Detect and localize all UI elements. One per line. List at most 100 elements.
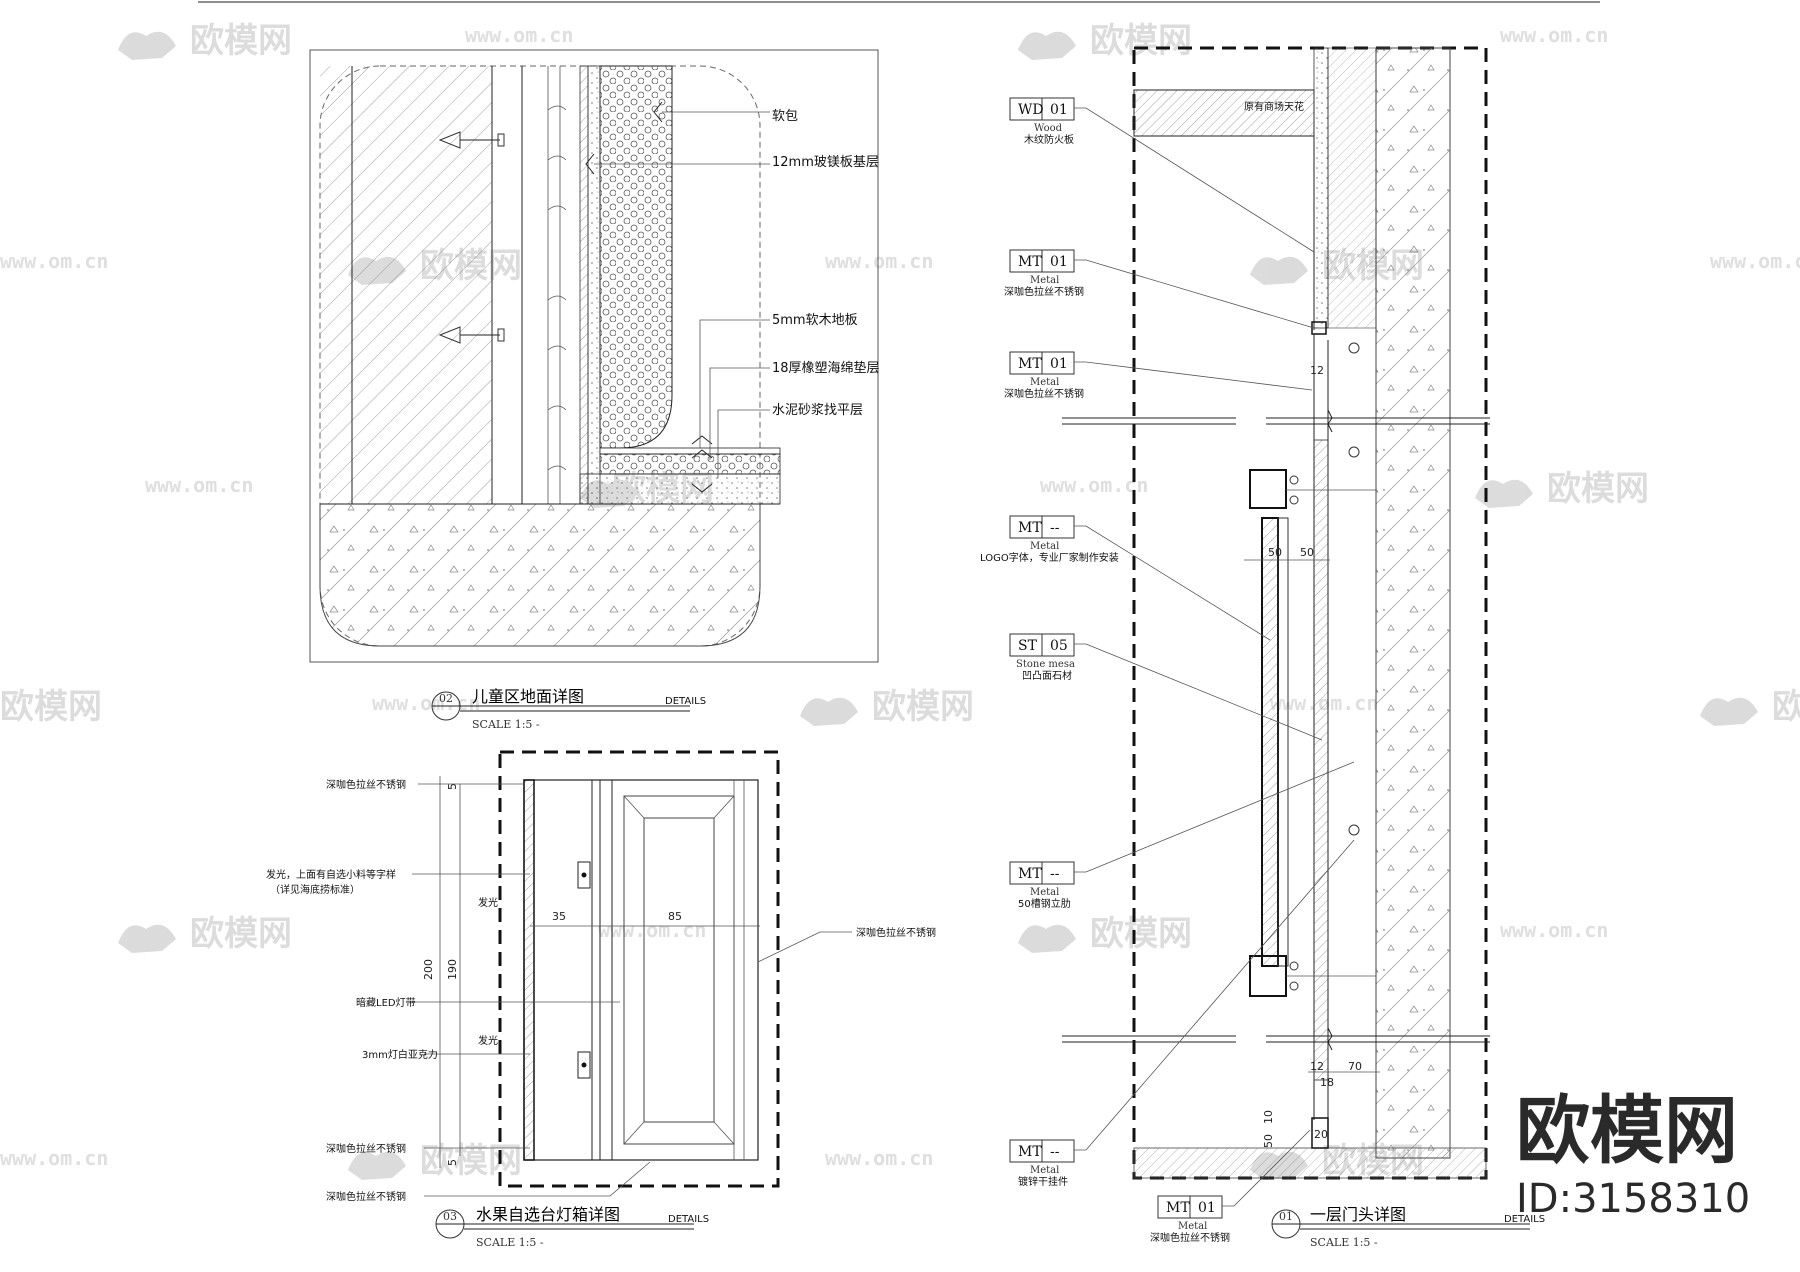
watermark-logo: 欧模网 [800,687,974,727]
label-cork-floor: 5mm软木地板 [772,313,858,328]
svg-text:WD: WD [1018,102,1044,118]
detail-02-title-block: 02 儿童区地面详图 SCALE 1:5 - DETAILS [431,687,706,731]
material-tag: MT 01 Metal 深咖色拉丝不锈钢 [1150,1129,1311,1244]
svg-text:欧模网: 欧模网 [1090,914,1192,954]
svg-text:欧模网: 欧模网 [0,687,102,727]
svg-text:01: 01 [1050,356,1068,372]
svg-text:MT: MT [1018,254,1042,270]
svg-text:凹凸面石材: 凹凸面石材 [1022,669,1072,682]
floor-layer [579,473,781,505]
concrete-slab [319,503,761,647]
svg-text:01: 01 [1050,102,1068,118]
detail-03-frame [498,750,780,1188]
svg-text:欧模网: 欧模网 [872,687,974,727]
label-glow-b: 发光 [478,1034,498,1047]
detail-03-number: 03 [443,1210,457,1223]
material-tag: MT -- Metal 50槽钢立肋 [1009,761,1355,910]
watermark-url: www.om.cn [1500,23,1608,47]
floor-layer [599,453,781,475]
watermark-url: www.om.cn [1500,918,1608,942]
wall-board [1327,47,1377,329]
detail-01-title: 一层门头详图 [1310,1205,1406,1224]
svg-text:Metal: Metal [1030,887,1059,898]
material-tag: MT -- Metal 镀锌干挂件 [1009,839,1355,1188]
dim-18: 18 [1320,1076,1334,1089]
existing-ceiling [1133,89,1315,137]
svg-text:Stone mesa: Stone mesa [1016,659,1075,670]
svg-text:01: 01 [1198,1200,1216,1216]
watermarks: 欧模网 www.om.cn 欧模网 www.om.cn www.om.cn 欧模… [0,21,1800,1181]
detail-01-number: 01 [1279,1210,1293,1223]
keel-profile [547,66,561,504]
svg-text:01: 01 [1050,254,1068,270]
detail-02-title: 儿童区地面详图 [472,687,584,706]
structural-wall [1375,47,1451,1159]
soft-pack [599,65,673,449]
dim-12-bottom: 12 [1310,1060,1324,1073]
svg-text:欧模网: 欧模网 [1772,687,1800,727]
dim-190: 190 [446,959,459,980]
floor-layer [599,447,781,455]
material-tag: ST 05 Stone mesa 凹凸面石材 [1009,633,1323,741]
channel-steel-bracket [1249,955,1287,997]
svg-text:欧模网: 欧模网 [1547,469,1649,509]
detail-02-tag: DETAILS [665,696,706,707]
svg-text:镀锌干挂件: 镀锌干挂件 [1018,1175,1068,1188]
watermark-logo: 欧模网 [118,914,292,954]
label-bottom-steel-1: 深咖色拉丝不锈钢 [326,1142,406,1155]
material-tag: MT -- Metal LOGO字体，专业厂家制作安装 [980,515,1271,641]
watermark-url: www.om.cn [1040,473,1148,497]
label-mgo-board: 12mm玻镁板基层 [772,155,879,170]
watermark-url: www.om.cn [0,249,108,273]
wall-hatch [320,66,492,504]
svg-text:Metal: Metal [1030,275,1059,286]
svg-text:深咖色拉丝不锈钢: 深咖色拉丝不锈钢 [1150,1231,1230,1244]
watermark-url: www.om.cn [0,1146,108,1170]
svg-text:Wood: Wood [1034,123,1063,134]
dim-35: 35 [552,910,566,923]
label-top-steel: 深咖色拉丝不锈钢 [326,778,406,791]
dim-70: 70 [1348,1060,1362,1073]
label-glow-a: 发光 [478,896,498,909]
detail-02-frame [309,49,879,663]
label-led: 暗藏LED灯带 [356,996,416,1009]
svg-text:Metal: Metal [1030,377,1059,388]
watermark-logo: 欧模网 [0,687,102,727]
dim-50-a: 50 [1268,546,1282,559]
svg-text:深咖色拉丝不锈钢: 深咖色拉丝不锈钢 [1004,387,1084,400]
base-plinth [1133,1147,1487,1179]
detail-03-scale: SCALE 1:5 - [476,1236,544,1249]
corner-brand: 欧模网 [1516,1088,1738,1174]
label-sponge-layer: 18厚橡塑海绵垫层 [772,360,880,376]
svg-text:ST: ST [1018,638,1038,654]
watermark-url: www.om.cn [825,1146,933,1170]
wall-board [1313,47,1329,329]
label-acrylic: 3mm灯白亚克力 [362,1048,438,1061]
anchor-bolt [438,131,505,149]
label-soft-pack: 软包 [772,109,798,124]
corner-id: ID:3158310 [1516,1176,1750,1222]
detail-01-tag: DETAILS [1504,1214,1545,1225]
svg-text:欧模网: 欧模网 [1090,21,1192,61]
acrylic-panel [523,779,535,1161]
svg-text:LOGO字体，专业厂家制作安装: LOGO字体，专业厂家制作安装 [980,551,1119,564]
material-tag: MT 01 Metal 深咖色拉丝不锈钢 [1004,351,1313,400]
watermark-url: www.om.cn [145,473,253,497]
svg-text:Metal: Metal [1030,541,1059,552]
anchor-bolt [438,326,505,344]
label-glow-text-2: （详见海底捞标准） [270,883,360,896]
dim-5-top: 5 [446,783,459,790]
svg-text:Metal: Metal [1030,1165,1059,1176]
label-bottom-steel-2: 深咖色拉丝不锈钢 [326,1190,406,1203]
detail-03-lightbox: 200 190 5 5 35 85 深咖色拉丝不锈钢 发光，上面有自选小料等字样… [266,750,936,1249]
svg-text:MT: MT [1018,356,1042,372]
logo-box [1261,517,1279,967]
dim-5-bottom: 5 [446,1159,459,1166]
dim-20: 20 [1314,1128,1328,1141]
svg-text:MT: MT [1166,1200,1190,1216]
detail-01-scale: SCALE 1:5 - [1310,1236,1378,1249]
detail-01-facade: 原有商场天花 [980,46,1545,1249]
svg-text:欧模网: 欧模网 [190,914,292,954]
watermark-url: www.om.cn [598,918,706,942]
